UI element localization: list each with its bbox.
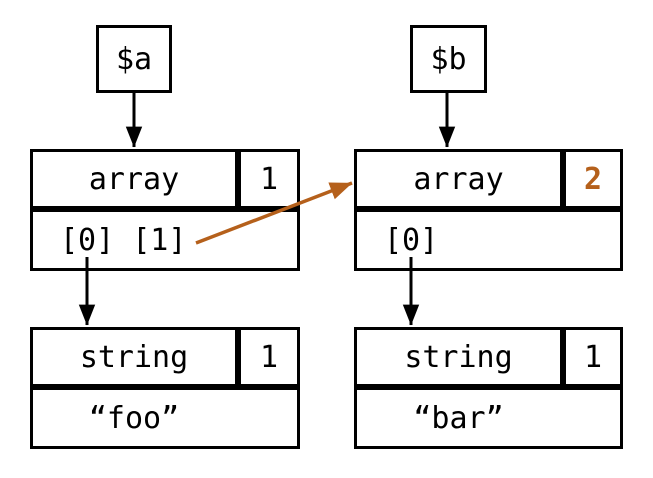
node-array-a-refcount: 1 — [238, 149, 300, 209]
node-array-b-slots: [0] — [354, 209, 623, 271]
node-string-foo-refcount: 1 — [238, 327, 300, 387]
node-array-a-header: array 1 — [30, 149, 300, 209]
node-string-bar-refcount: 1 — [563, 327, 623, 387]
node-string-bar: string 1 “bar” — [354, 327, 623, 449]
node-array-b: array 2 [0] — [354, 149, 623, 271]
node-array-b-type: array — [354, 149, 563, 209]
var-box-b: $b — [410, 25, 487, 93]
node-string-foo-type: string — [30, 327, 238, 387]
var-label-a: $a — [115, 41, 153, 77]
var-label-b: $b — [430, 41, 467, 77]
var-box-a: $a — [96, 25, 172, 93]
node-string-foo-header: string 1 — [30, 327, 300, 387]
node-string-foo-value: “foo” — [30, 387, 300, 449]
node-array-a-type: array — [30, 149, 238, 209]
node-string-bar-header: string 1 — [354, 327, 623, 387]
node-string-foo: string 1 “foo” — [30, 327, 300, 449]
node-array-a: array 1 [0] [1] — [30, 149, 300, 271]
node-array-a-slots: [0] [1] — [30, 209, 300, 271]
node-array-b-header: array 2 — [354, 149, 623, 209]
node-string-bar-value: “bar” — [354, 387, 623, 449]
node-string-bar-type: string — [354, 327, 563, 387]
node-array-b-refcount: 2 — [563, 149, 623, 209]
